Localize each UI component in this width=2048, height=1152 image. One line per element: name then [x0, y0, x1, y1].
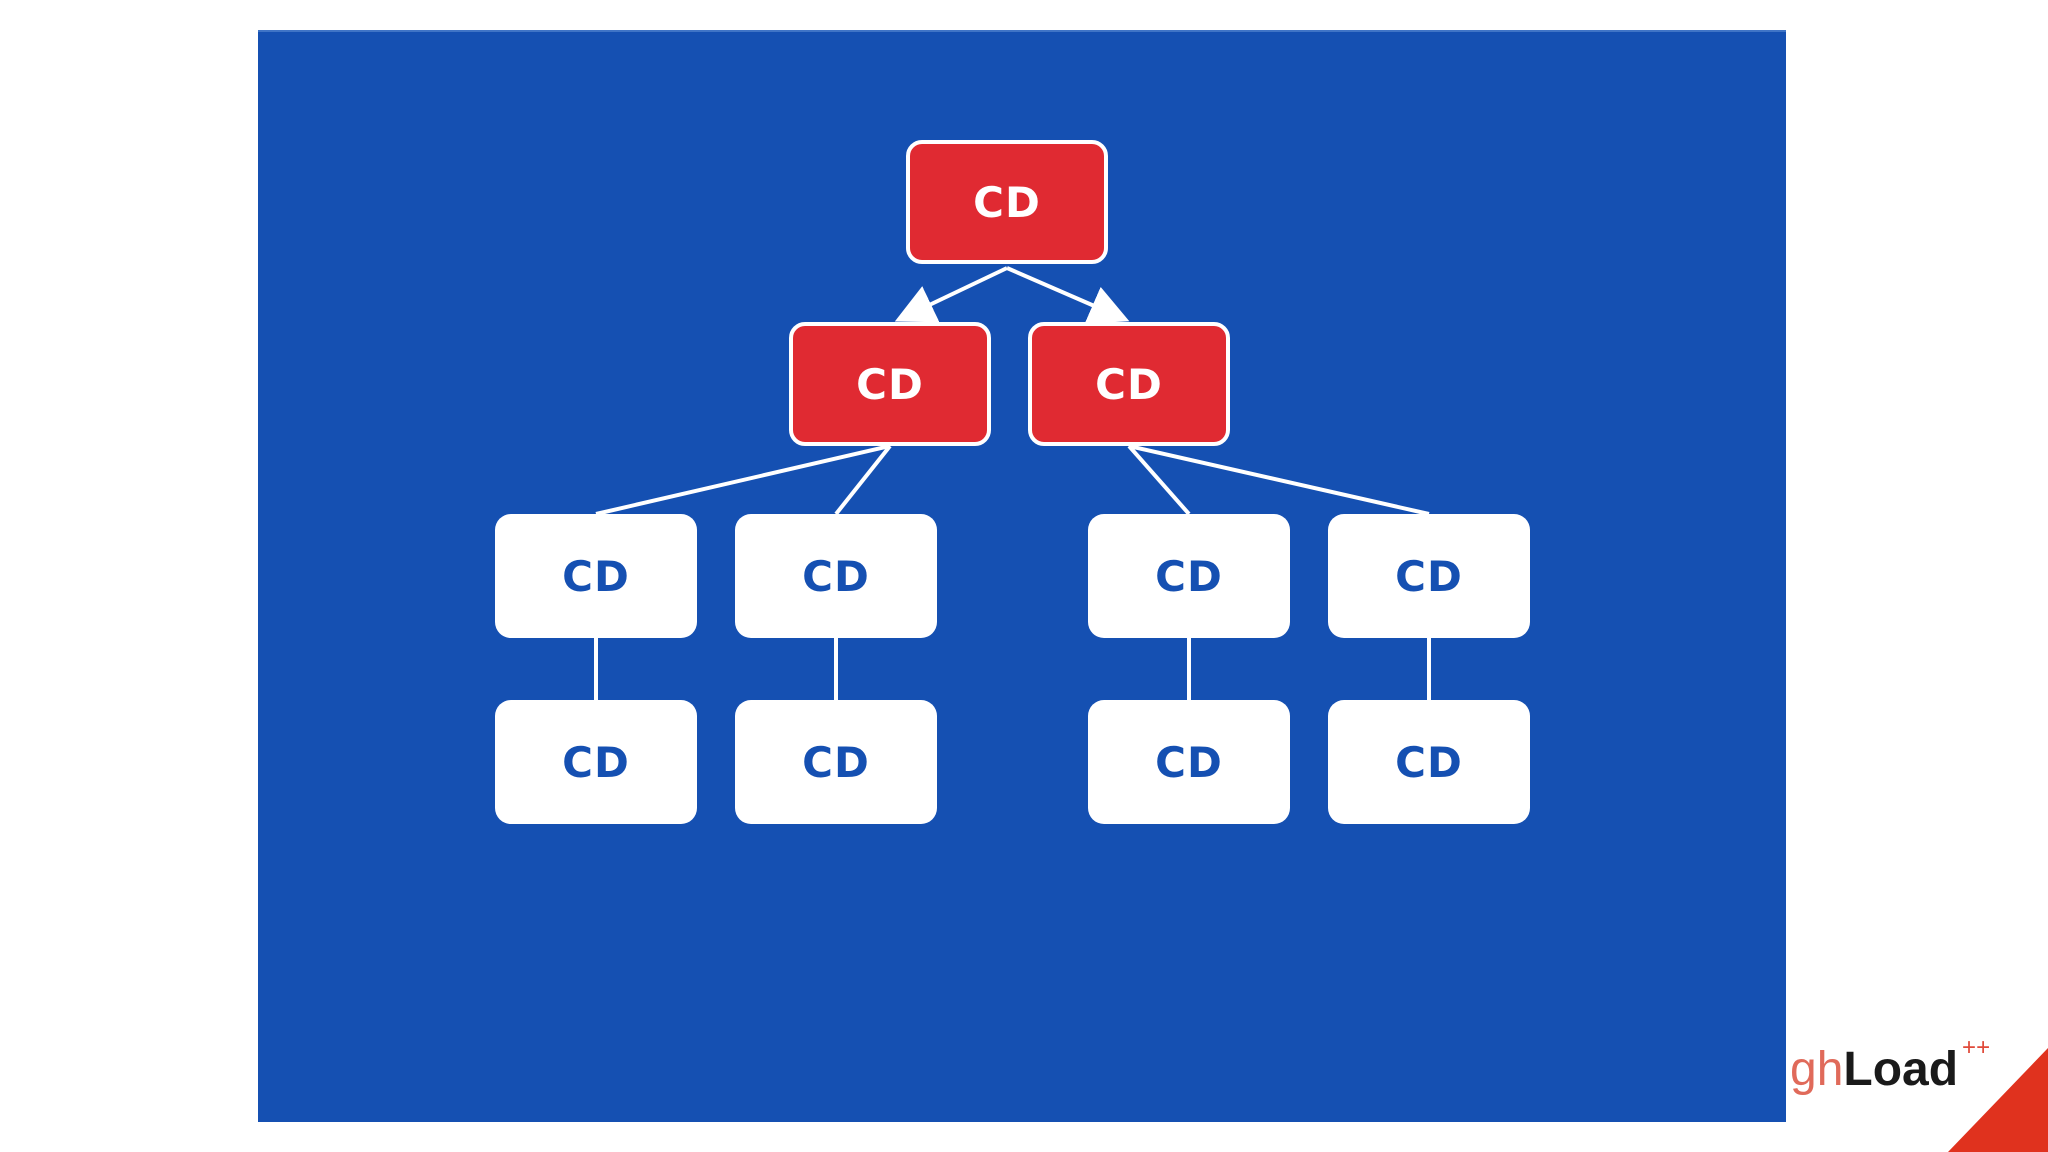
node-leaf-8: CD [1328, 700, 1530, 824]
logo-prefix: gh [1790, 1043, 1844, 1096]
edge-mid-left-leaf-1 [595, 444, 891, 516]
edge-mid-right-leaf-4 [1128, 444, 1430, 516]
node-leaf-4: CD [1328, 514, 1530, 638]
node-mid-left: CD [789, 322, 991, 446]
node-leaf-5: CD [495, 700, 697, 824]
node-leaf-6: CD [735, 700, 937, 824]
edge-root-mid-right [1006, 266, 1130, 324]
logo-main: Load [1843, 1043, 1959, 1096]
node-leaf-7: CD [1088, 700, 1290, 824]
node-leaf-2: CD [735, 514, 937, 638]
edge-mid-left-leaf-2 [834, 444, 892, 516]
node-leaf-1: CD [495, 514, 697, 638]
node-leaf-3: CD [1088, 514, 1290, 638]
node-root: CD [906, 140, 1108, 264]
corner-accent-shape [1948, 1048, 2048, 1152]
edge-mid-right-leaf-3 [1127, 444, 1191, 516]
node-mid-right: CD [1028, 322, 1230, 446]
edge-root-mid-left [894, 266, 1008, 323]
brand-logo: gh Load ++ [1790, 1036, 1990, 1100]
